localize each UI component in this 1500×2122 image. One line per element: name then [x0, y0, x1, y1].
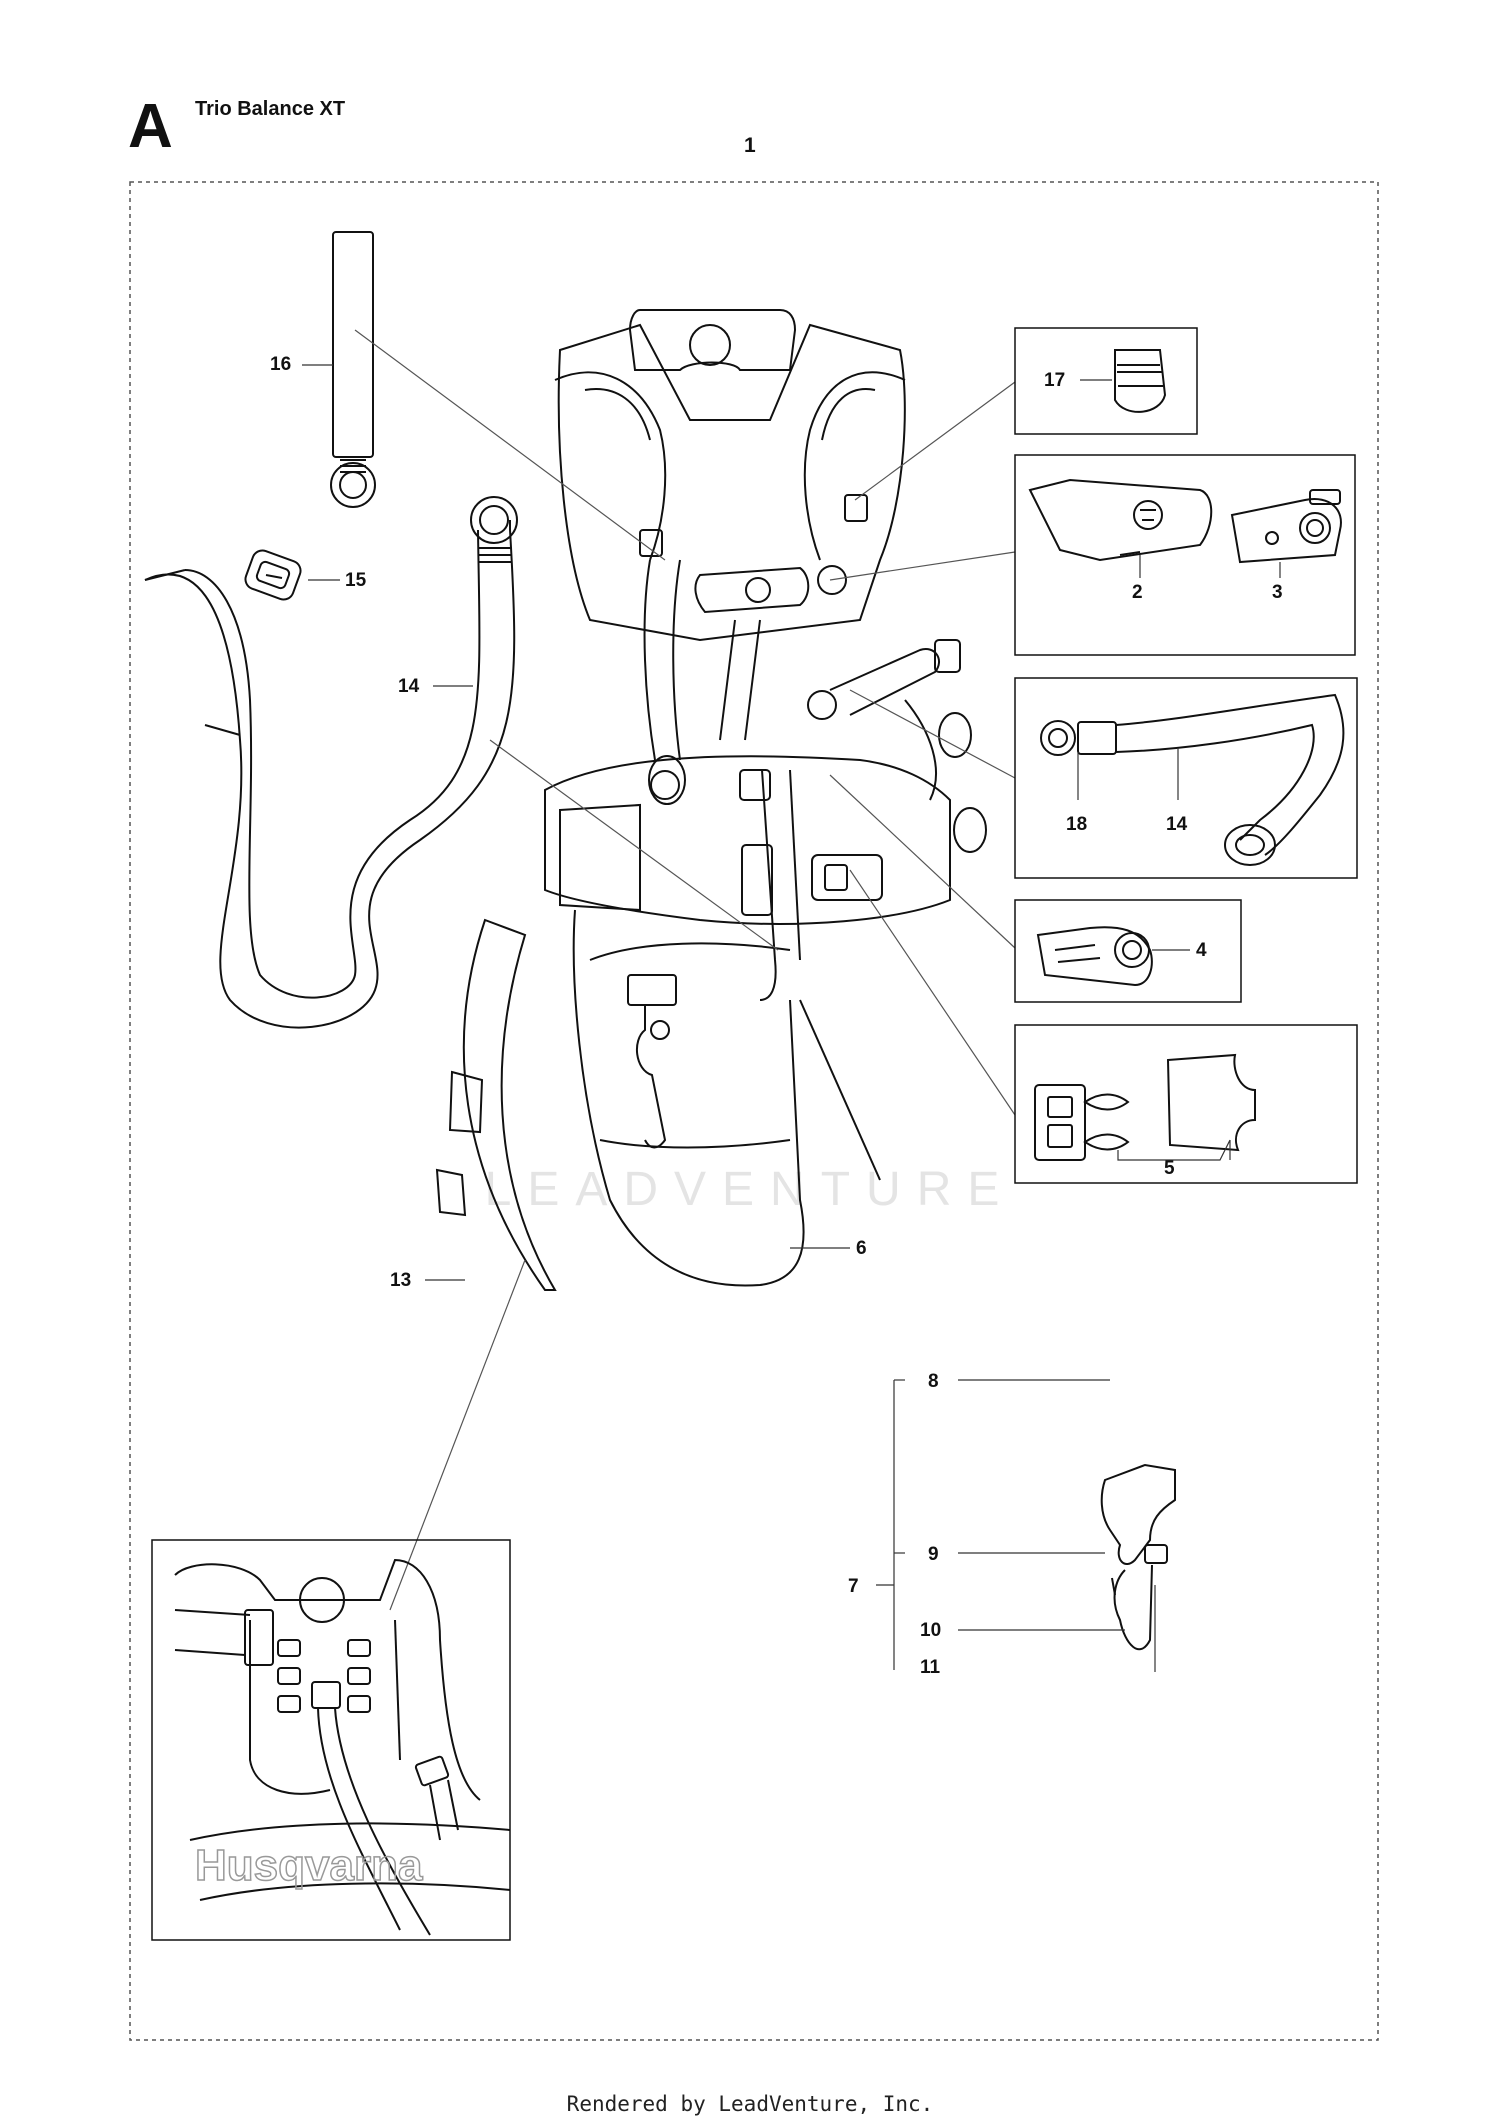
callout-8: 8	[928, 1371, 939, 1392]
watermark: LEADVENTURE	[485, 1163, 1016, 1216]
callout-13: 13	[390, 1270, 411, 1291]
callout-4: 4	[1196, 940, 1207, 961]
brand-print: Husqvarna	[195, 1841, 423, 1890]
inset-18-14	[1014, 677, 1358, 879]
callout-14-left: 14	[398, 676, 420, 697]
part-14-18-strap	[1040, 693, 1345, 866]
callout-14-inset: 14	[1166, 814, 1188, 835]
callout-3: 3	[1272, 582, 1283, 603]
inset-2-3	[1014, 454, 1356, 656]
section-letter: A	[128, 92, 173, 161]
leader-lines	[354, 329, 1016, 1611]
callout-2: 2	[1132, 582, 1143, 603]
part-13-pad-strip	[435, 918, 557, 1291]
diagram-frame	[129, 181, 1379, 2041]
callout-5: 5	[1164, 1158, 1175, 1179]
callout-16: 16	[270, 354, 291, 375]
callout-10: 10	[920, 1620, 941, 1641]
callout-15: 15	[345, 570, 367, 591]
inset-4	[1014, 899, 1242, 1003]
part-3-side-plate	[1230, 489, 1342, 564]
part-5-buckle	[1034, 1053, 1256, 1161]
part-14-long-strap	[144, 496, 518, 1029]
part-2-logo-plate	[1028, 478, 1213, 562]
main-harness	[544, 309, 987, 1287]
callout-18: 18	[1066, 814, 1087, 835]
hook-leaders	[876, 1379, 1156, 1672]
diagram-title: Trio Balance XT	[195, 98, 346, 120]
inset-17	[1014, 327, 1198, 435]
callout-9: 9	[928, 1544, 939, 1565]
callout-11: 11	[920, 1657, 941, 1678]
footer-credit: Rendered by LeadVenture, Inc.	[566, 2092, 934, 2116]
top-part-number: 1	[744, 134, 756, 157]
callout-6: 6	[856, 1238, 867, 1259]
part-7-hook-assembly	[1100, 1463, 1176, 1651]
part-15-buckle	[244, 549, 302, 601]
inset-5	[1014, 1024, 1358, 1184]
part-4-plate	[1036, 926, 1153, 987]
part-17-buckle	[1114, 349, 1167, 413]
callout-7: 7	[848, 1576, 859, 1597]
detail-back-panel	[174, 1558, 511, 1936]
inset-detail-view	[151, 1539, 511, 1941]
part-16-strap	[330, 231, 376, 508]
callout-17: 17	[1044, 370, 1065, 391]
